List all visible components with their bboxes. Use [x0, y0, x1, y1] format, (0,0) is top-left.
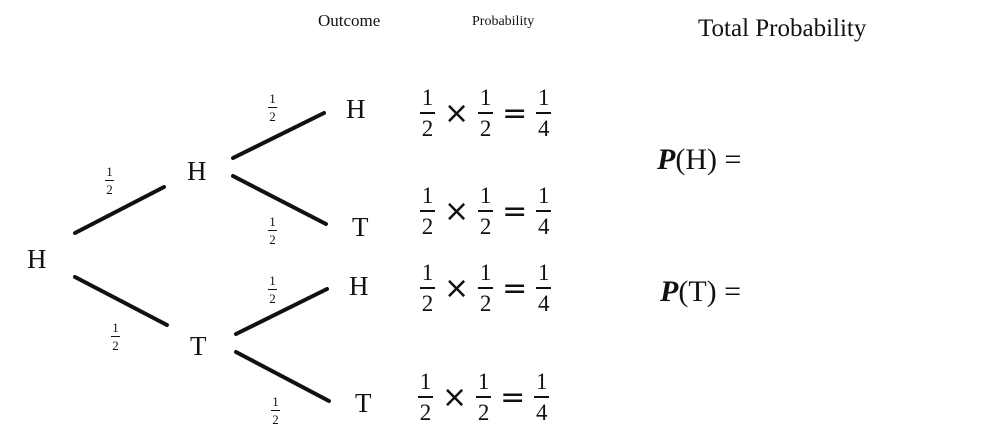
branch-h-h	[231, 111, 326, 160]
node-level2-th: H	[349, 271, 369, 301]
branch-t-h	[234, 287, 329, 336]
header-outcome: Outcome	[318, 11, 381, 30]
branch-root-h	[73, 185, 166, 235]
node-level2-ht: T	[352, 212, 369, 242]
header-probability: Probability	[472, 14, 535, 29]
node-level1-t: T	[190, 331, 207, 361]
branch-root-t	[73, 275, 169, 327]
node-level2-tt: T	[355, 388, 372, 418]
header-total-probability: Total Probability	[698, 15, 867, 42]
probability-symbol: P	[660, 275, 679, 308]
node-level1-h: H	[187, 156, 207, 186]
total-prob-tails: P(T) =	[660, 275, 741, 309]
node-level2-hh: H	[346, 94, 366, 124]
probability-symbol: P	[657, 143, 676, 176]
total-prob-heads-text: P(H) =	[657, 143, 742, 176]
node-root: H	[27, 244, 47, 274]
total-prob-heads: P(H) =	[657, 143, 741, 177]
branch-h-t	[231, 174, 328, 226]
branch-t-t	[234, 350, 331, 403]
total-prob-tails-text: P(T) =	[660, 275, 742, 308]
